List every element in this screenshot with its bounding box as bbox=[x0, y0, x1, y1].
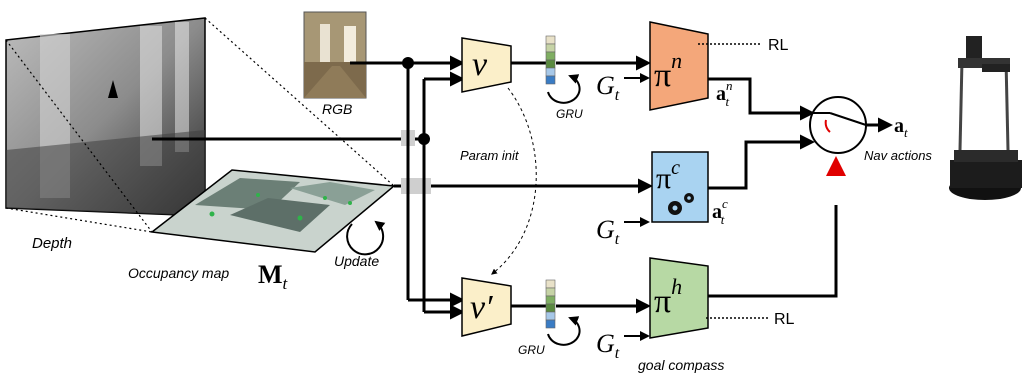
policy-pi-c bbox=[651, 151, 709, 223]
gru-cell bbox=[545, 295, 556, 305]
depth-label: Depth bbox=[32, 235, 72, 252]
gru-top-label: GRU bbox=[556, 107, 583, 121]
policy-n-symbol: πn bbox=[654, 48, 682, 94]
gru-cell bbox=[545, 319, 556, 329]
map-symbol: Mt bbox=[258, 260, 289, 293]
gru-top-loop-arrow bbox=[547, 74, 581, 104]
policy-pi-n bbox=[649, 21, 709, 111]
gru-bottom-loop-arrow bbox=[547, 316, 581, 346]
gru-cell bbox=[545, 43, 556, 53]
encoder-v bbox=[461, 37, 512, 93]
depth-image bbox=[5, 17, 206, 217]
goal-top-symbol: Gt bbox=[596, 71, 620, 104]
gru-cell bbox=[545, 303, 556, 313]
param-init-label: Param init bbox=[460, 148, 520, 163]
junction-dots bbox=[402, 57, 430, 145]
nav-actions-label: Nav actions bbox=[864, 148, 932, 163]
occupancy-map-label: Occupancy map bbox=[128, 265, 229, 281]
policy-pi-h bbox=[649, 257, 709, 339]
robot-image bbox=[949, 36, 1022, 200]
encoder-v-prime-symbol: v′ bbox=[470, 289, 493, 326]
gru-bottom-stack bbox=[545, 279, 556, 329]
update-loop-arrow bbox=[346, 220, 386, 256]
rgb-label: RGB bbox=[322, 101, 352, 117]
rl-top-label: RL bbox=[768, 37, 789, 54]
encoder-v-prime bbox=[461, 277, 512, 337]
action-switch bbox=[809, 96, 867, 154]
connection-lines bbox=[152, 55, 893, 320]
gru-cell bbox=[545, 35, 556, 45]
goal-bottom-symbol: Gt bbox=[596, 329, 620, 362]
param-init-arrow bbox=[491, 87, 537, 275]
gru-cell bbox=[545, 75, 556, 85]
goal-compass-label: goal compass bbox=[638, 357, 724, 373]
rl-bottom-label: RL bbox=[774, 311, 795, 328]
policy-h-symbol: πh bbox=[654, 274, 682, 320]
gru-cell bbox=[545, 279, 556, 289]
gru-cell bbox=[545, 311, 556, 321]
occupancy-map bbox=[150, 169, 396, 253]
gru-top-stack bbox=[545, 35, 556, 85]
gru-cell bbox=[545, 51, 556, 61]
gru-cell bbox=[545, 67, 556, 77]
action-out-symbol: at bbox=[894, 115, 908, 140]
gru-cell bbox=[545, 287, 556, 297]
encoder-v-symbol: v bbox=[472, 46, 488, 83]
gru-cell bbox=[545, 59, 556, 69]
goal-middle-symbol: Gt bbox=[596, 215, 620, 248]
gru-bottom-label: GRU bbox=[518, 343, 545, 357]
gears-icon bbox=[668, 193, 694, 215]
policy-c-symbol: πc bbox=[656, 157, 680, 195]
update-label: Update bbox=[334, 253, 379, 269]
rgb-image bbox=[303, 11, 367, 99]
